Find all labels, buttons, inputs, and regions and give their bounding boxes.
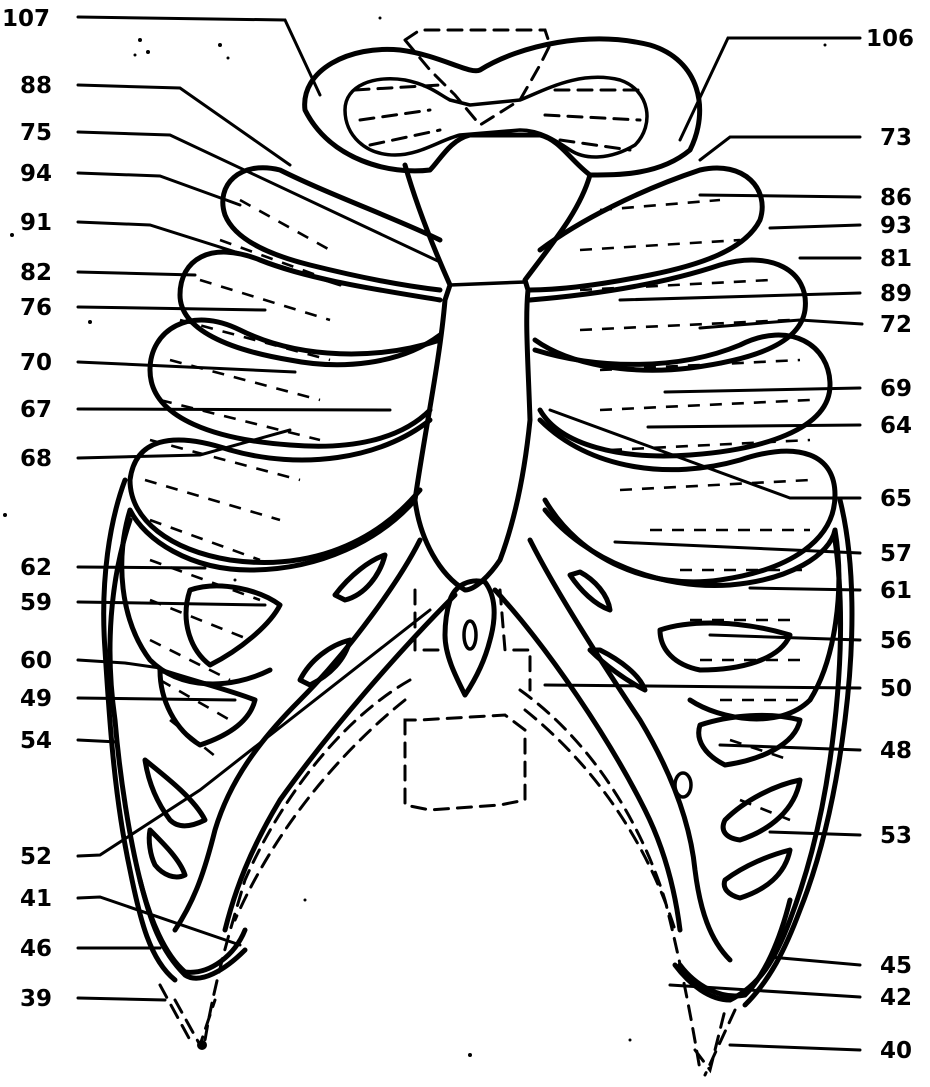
right-costal-margin (495, 540, 730, 960)
leader-54 (78, 740, 118, 742)
leader-52 (78, 610, 430, 856)
vertebra-lower-dashed (405, 715, 525, 810)
left-rib-4 (150, 320, 440, 446)
label-56: 56 (880, 628, 912, 654)
label-61: 61 (880, 578, 912, 604)
leader-61 (750, 588, 860, 590)
label-73: 73 (880, 125, 912, 151)
leader-75 (78, 132, 440, 262)
right-rib-3 (530, 260, 805, 370)
left-dashed-arch (205, 680, 410, 1040)
label-76: 76 (20, 295, 52, 321)
label-69: 69 (880, 376, 912, 402)
label-64: 64 (880, 413, 912, 439)
left-costal-margin (175, 540, 455, 930)
label-39: 39 (20, 986, 52, 1012)
label-57: 57 (880, 541, 912, 567)
label-75: 75 (20, 120, 52, 146)
label-72: 72 (880, 312, 912, 338)
leader-72 (700, 320, 862, 328)
left-window-lowest (149, 830, 185, 877)
left-cartilage-slot-1 (335, 555, 385, 600)
right-window-48 (699, 715, 800, 765)
label-41: 41 (20, 886, 52, 912)
label-53: 53 (880, 823, 912, 849)
label-94: 94 (20, 161, 52, 187)
sternal-angle-line (450, 282, 525, 285)
right-outer-margin (745, 500, 852, 1005)
label-46: 46 (20, 936, 52, 962)
leader-88 (78, 85, 290, 165)
label-65: 65 (880, 486, 912, 512)
leader-67 (78, 409, 390, 410)
right-hatching (580, 200, 810, 820)
label-70: 70 (20, 350, 52, 376)
label-54: 54 (20, 728, 52, 754)
label-49: 49 (20, 686, 52, 712)
label-89: 89 (880, 281, 912, 307)
left-rib-5 (130, 420, 430, 562)
leader-86 (700, 195, 860, 197)
label-67: 67 (20, 397, 52, 423)
leader-64 (648, 425, 860, 427)
leader-40 (730, 1045, 860, 1050)
leader-82 (78, 272, 195, 275)
leader-45 (770, 957, 860, 965)
label-91: 91 (20, 210, 52, 236)
label-40: 40 (880, 1038, 912, 1064)
right-small-foramen (675, 773, 691, 797)
label-107: 107 (2, 6, 50, 32)
leader-50 (545, 685, 860, 688)
right-cartilage-slot-1 (570, 572, 610, 610)
left-lower-ribs (110, 520, 245, 978)
label-106: 106 (866, 26, 914, 52)
right-lower-tip (680, 900, 790, 996)
leader-60 (78, 660, 160, 668)
right-window-lowest (724, 850, 790, 898)
label-50: 50 (880, 676, 912, 702)
label-68: 68 (20, 446, 52, 472)
leader-53 (770, 832, 860, 835)
leader-73 (700, 137, 860, 160)
xiphoid-foramen (464, 621, 476, 649)
label-60: 60 (20, 648, 52, 674)
leader-39 (78, 998, 165, 1000)
rib-cage-drawing (104, 30, 852, 1075)
left-tip-dot (197, 1040, 207, 1050)
leader-93 (770, 225, 860, 228)
label-81: 81 (880, 246, 912, 272)
label-82: 82 (20, 260, 52, 286)
manubrium-top-dashed (405, 30, 550, 125)
right-dashed-tip (695, 1010, 735, 1075)
right-rib-4 (535, 335, 830, 456)
label-52: 52 (20, 844, 52, 870)
leader-62 (78, 567, 205, 568)
label-62: 62 (20, 555, 52, 581)
label-45: 45 (880, 953, 912, 979)
label-42: 42 (880, 985, 912, 1011)
first-rib-hatch-right (545, 90, 640, 150)
leader-107 (78, 17, 320, 95)
vertebra-upper-dashed (415, 590, 530, 690)
label-86: 86 (880, 185, 912, 211)
right-lower-ribs (675, 540, 840, 1000)
leader-106 (680, 38, 860, 140)
label-93: 93 (880, 213, 912, 239)
right-window-56 (660, 623, 790, 670)
leader-49 (78, 698, 235, 700)
left-window-59 (186, 586, 280, 665)
leader-94 (78, 173, 240, 205)
first-rib-hatch-left (355, 85, 440, 145)
left-rib-2 (223, 168, 440, 290)
label-48: 48 (880, 738, 912, 764)
leader-89 (620, 293, 860, 300)
label-59: 59 (20, 590, 52, 616)
leader-76 (78, 307, 265, 310)
first-rib-outer (305, 39, 700, 175)
leader-70 (78, 362, 295, 372)
label-88: 88 (20, 73, 52, 99)
